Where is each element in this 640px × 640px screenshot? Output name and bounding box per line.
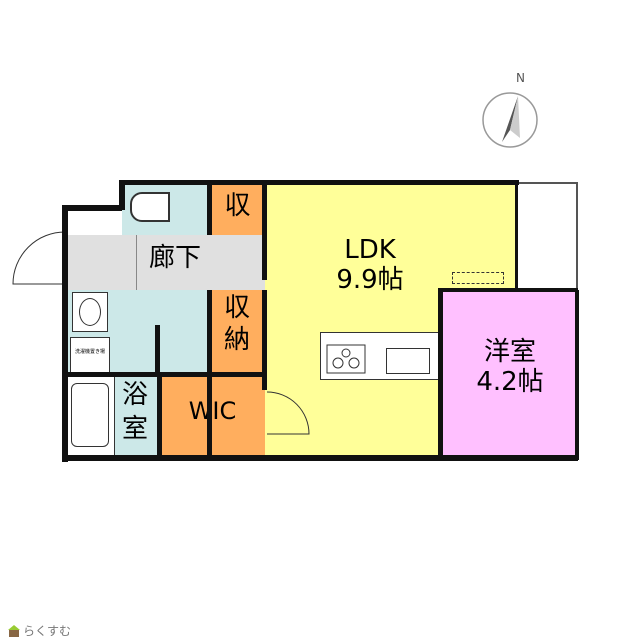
bathroom	[115, 375, 160, 455]
brand-name: らくすむ	[23, 624, 72, 638]
storage-1-label: 収	[224, 191, 251, 221]
storage-2-label: 収納	[223, 293, 250, 355]
toilet-bowl-icon	[130, 192, 170, 222]
compass-icon	[482, 92, 538, 148]
brand-logo: らくすむ	[8, 622, 71, 639]
stove-icon	[326, 344, 366, 374]
storage-1	[210, 182, 265, 235]
door-swing-icon	[266, 391, 310, 435]
entrance	[65, 235, 137, 290]
laundry-label: 洗濯機置き場	[74, 349, 105, 355]
bathtub	[65, 375, 115, 455]
balcony	[515, 182, 578, 290]
aircon-icon	[452, 272, 504, 284]
wic-label: WIC	[188, 397, 237, 425]
house-logo-icon	[8, 624, 20, 637]
western-name: 洋室	[483, 337, 536, 367]
bath-label: 浴室	[121, 380, 148, 444]
ldk-size: 9.9帖	[336, 264, 404, 295]
western-size: 4.2帖	[476, 366, 544, 397]
sink-icon	[386, 348, 430, 374]
laundry-space	[70, 337, 110, 373]
wic-room	[160, 375, 265, 457]
entry-door-icon	[12, 231, 66, 285]
washbasin-icon	[72, 292, 108, 332]
hallway	[137, 235, 265, 290]
ldk-room	[265, 182, 440, 457]
western-room	[443, 290, 576, 457]
hall-label: 廊下	[148, 243, 201, 273]
ldk-name: LDK	[344, 235, 396, 265]
compass-north-label: N	[516, 71, 525, 85]
storage-2	[210, 290, 265, 375]
